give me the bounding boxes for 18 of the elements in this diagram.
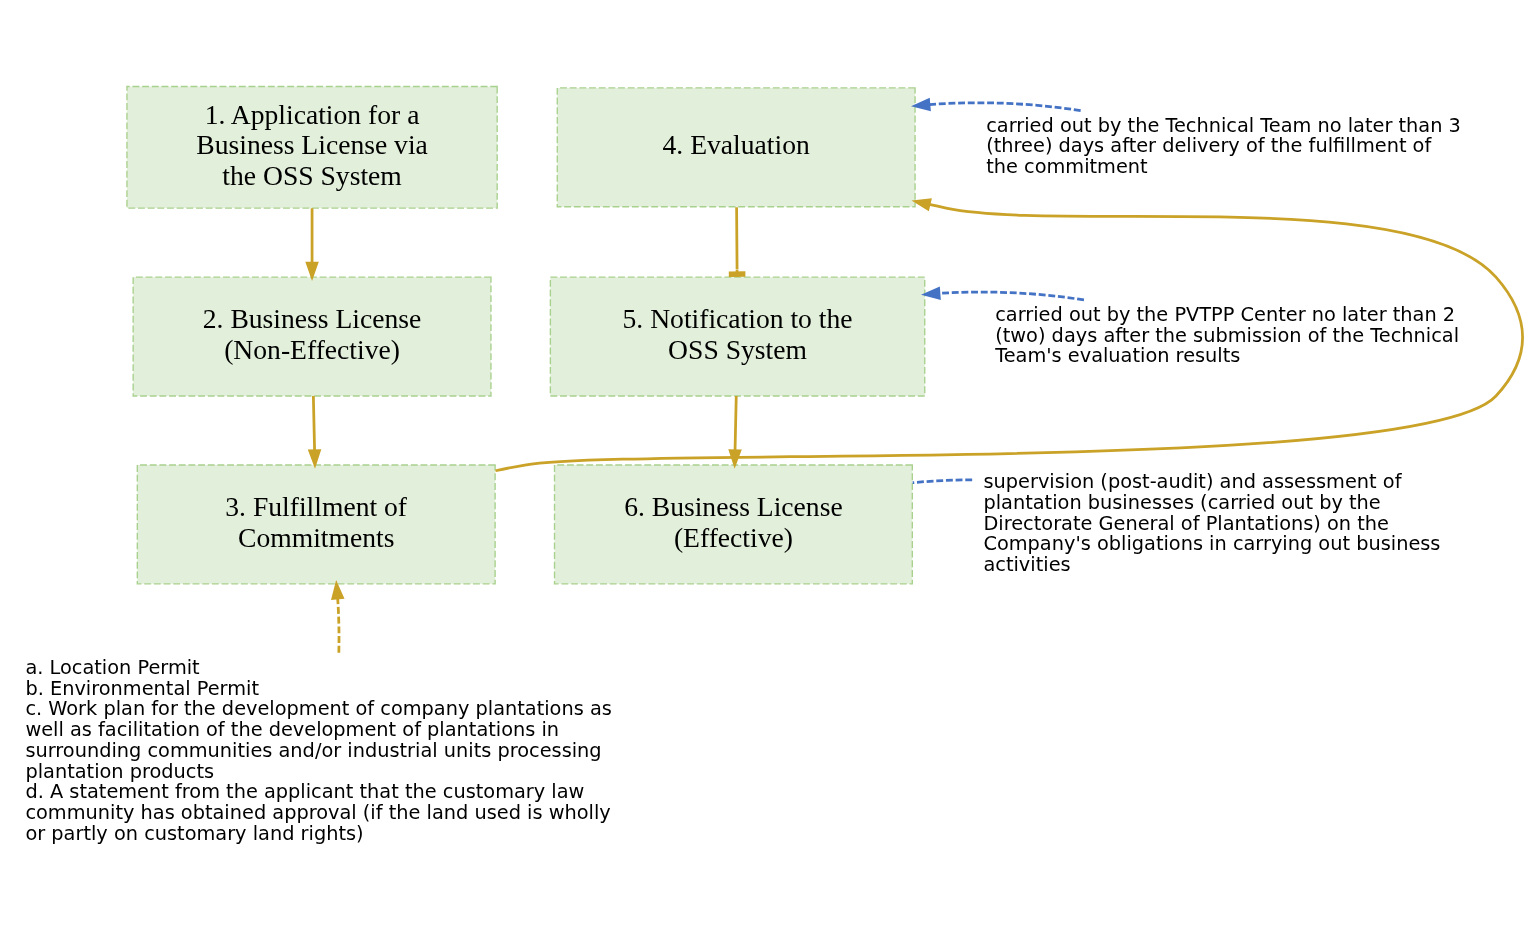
arrow <box>495 197 1524 472</box>
arrow <box>307 395 322 469</box>
node-text: carried out by the Technical Team no later than 3 (three) days after delivery of the fulfillment of the commitment <box>986 113 1461 178</box>
arrow <box>911 97 1081 112</box>
node-box: 4. Evaluation <box>556 86 916 207</box>
node-box: 6. Business License (Effective) <box>553 463 913 585</box>
arrow <box>331 579 345 653</box>
node-box: 5. Notification to the OSS System <box>549 276 926 397</box>
node-box: 1. Application for a Business License via the OSS System <box>126 85 498 209</box>
connector <box>912 478 973 484</box>
node-text: supervision (post-audit) and assessment of plantation businesses (carried out by the Directorate General of Plantations) on the Company's obligations in carrying out business activities <box>983 469 1441 576</box>
arrow <box>305 207 319 281</box>
node-text: a. Location Permit b. Environmental Permit c. Work plan for the development of company plantations as well as facilitation of the development of plantations in surrounding communities and/or industrial units processing plantation products d. A statement from the applicant that the customary law community has obtained approval (if the land used is wholly or partly on customary land rights) <box>25 655 612 845</box>
arrow <box>728 395 742 469</box>
node-box: 3. Fulfillment of Commitments <box>136 463 496 585</box>
arrow <box>921 286 1085 301</box>
node-box: 2. Business License (Non-Effective) <box>132 276 492 397</box>
node-text: carried out by the PVTPP Center no later than 2 (two) days after the submission of the Technical Team's evaluation results <box>995 302 1460 367</box>
